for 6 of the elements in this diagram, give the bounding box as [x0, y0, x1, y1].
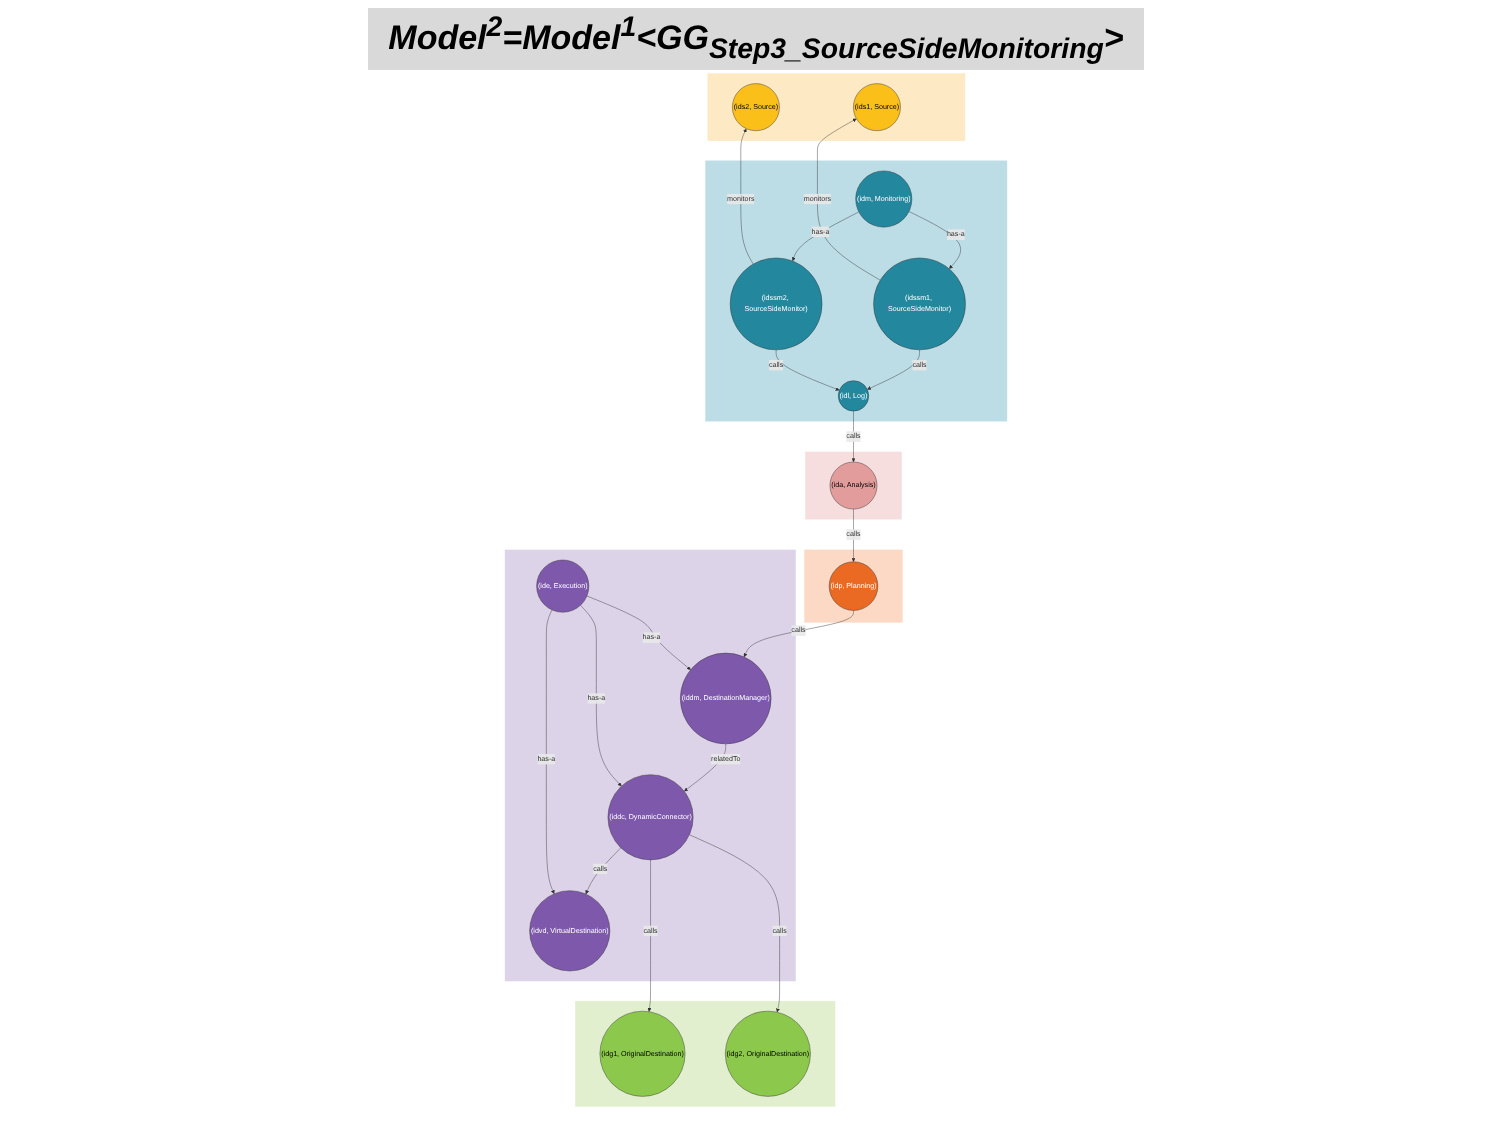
cluster — [705, 160, 1008, 422]
cluster — [707, 73, 966, 142]
cluster — [805, 451, 902, 520]
cluster — [575, 1001, 836, 1107]
cluster — [804, 549, 903, 623]
diagram-title: Model$^{2}$=Model$^{1}$<GG$_{Step3_SourceSideMonitoring}$> — [368, 8, 1144, 71]
